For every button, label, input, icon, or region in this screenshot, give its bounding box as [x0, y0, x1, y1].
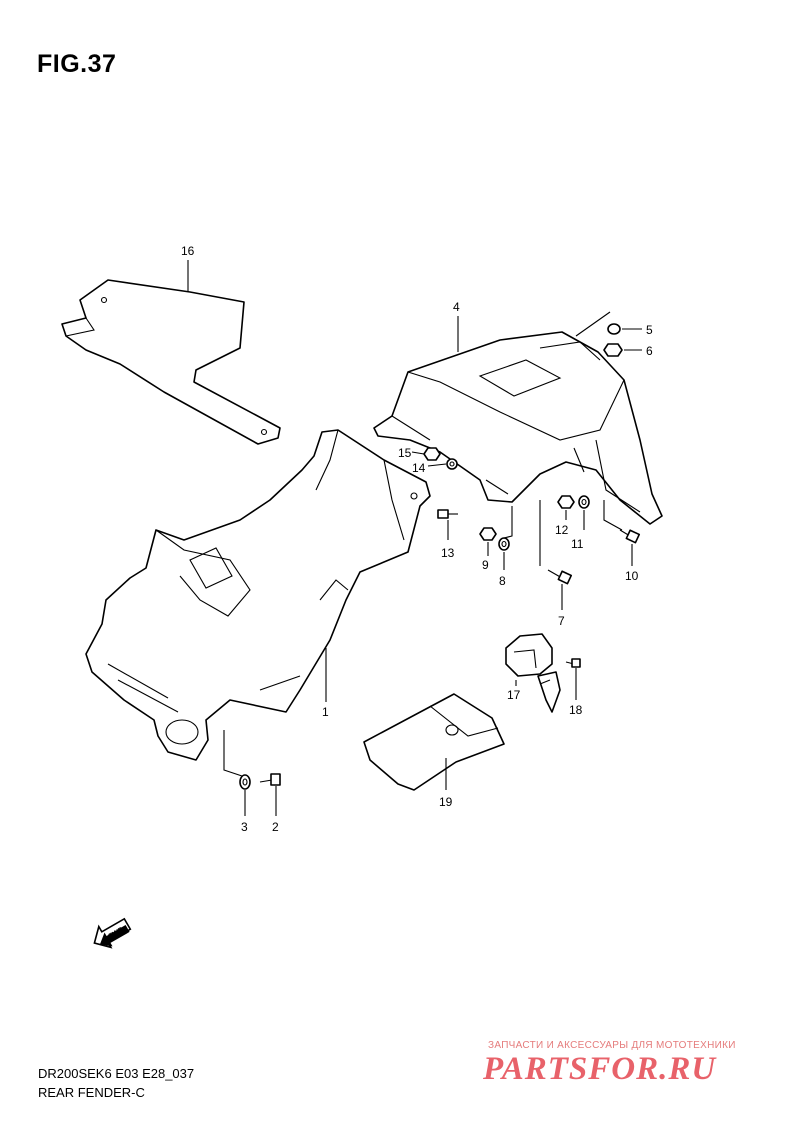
hardware-9-nut[interactable] — [479, 527, 497, 541]
hardware-15-nut[interactable] — [423, 447, 441, 461]
hardware-7-bolt[interactable] — [547, 569, 573, 585]
callout-8: 8 — [499, 574, 506, 588]
hardware-3-washer[interactable] — [239, 774, 251, 790]
part-1-rear-fender[interactable] — [85, 429, 431, 761]
callout-7: 7 — [558, 614, 565, 628]
hardware-2-bolt[interactable] — [259, 773, 281, 786]
callout-6: 6 — [646, 344, 653, 358]
callout-16: 16 — [181, 244, 195, 258]
hardware-18-screw[interactable] — [565, 658, 581, 668]
callout-2: 2 — [272, 820, 279, 834]
callout-10: 10 — [625, 569, 639, 583]
model-code: DR200SEK6 E03 E28_037 — [38, 1066, 195, 1081]
part-16-shield[interactable] — [61, 279, 281, 445]
leader-lines — [187, 260, 642, 816]
callout-18: 18 — [569, 703, 583, 717]
hardware-12-nut[interactable] — [557, 495, 575, 509]
callout-11: 11 — [571, 537, 584, 551]
hardware-6-nut[interactable] — [603, 343, 623, 357]
callout-15: 15 — [398, 446, 412, 460]
callout-14: 14 — [412, 461, 426, 475]
part-4-upper-fender[interactable] — [373, 331, 663, 525]
fwd-arrow-icon: FWD — [93, 917, 132, 949]
watermark-logo[interactable]: PARTSFOR.RU — [483, 1051, 717, 1087]
callout-5: 5 — [646, 323, 653, 337]
callout-9: 9 — [482, 558, 489, 572]
callout-12: 12 — [555, 523, 569, 537]
hardware-11-washer[interactable] — [578, 495, 590, 509]
hardware-8-washer[interactable] — [498, 537, 510, 551]
hardware-10-bolt[interactable] — [619, 529, 641, 544]
hardware-13-bolt[interactable] — [437, 509, 458, 519]
callout-labels: 16 4 5 6 15 14 13 9 8 7 12 11 10 17 18 1… — [181, 244, 653, 834]
callout-13: 13 — [441, 546, 455, 560]
callout-17: 17 — [507, 688, 521, 702]
hardware-14-washer[interactable] — [446, 458, 458, 470]
part-19-tool-bag[interactable] — [363, 693, 505, 791]
callout-4: 4 — [453, 300, 460, 314]
hardware-5-washer[interactable] — [607, 323, 621, 335]
figure-title: FIG.37 — [37, 50, 117, 78]
section-name: REAR FENDER-C — [38, 1085, 145, 1100]
callout-3: 3 — [241, 820, 248, 834]
callout-19: 19 — [439, 795, 453, 809]
callout-1: 1 — [322, 705, 329, 719]
watermark-tagline: ЗАПЧАСТИ И АКСЕССУАРЫ ДЛЯ МОТОТЕХНИКИ — [488, 1040, 736, 1051]
part-17-lock[interactable] — [505, 633, 561, 713]
